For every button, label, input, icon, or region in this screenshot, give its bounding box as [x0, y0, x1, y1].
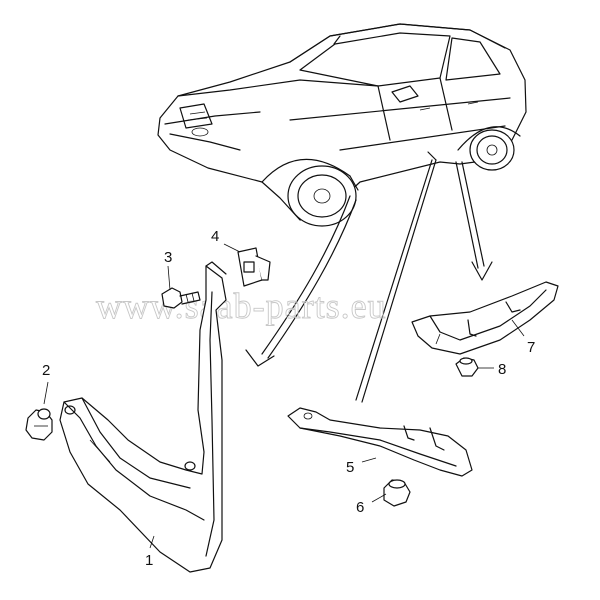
- watermark-text: www.saab-parts.eu: [96, 286, 387, 326]
- callout-8: 8: [498, 361, 506, 378]
- callout-1: 1: [145, 552, 153, 569]
- callout-2: 2: [42, 362, 50, 379]
- splash-guard-part-7: [411, 281, 559, 355]
- clip-part-4: [237, 247, 271, 287]
- callout-7: 7: [527, 339, 535, 356]
- nut-part-2: [25, 408, 53, 441]
- callout-leaders: [43, 243, 525, 549]
- car-illustration: [157, 23, 527, 227]
- callout-5: 5: [346, 459, 354, 476]
- screw-part-3: [161, 287, 201, 309]
- grommet-part-6: [383, 479, 411, 507]
- callout-4: 4: [211, 228, 219, 245]
- callout-labels: 1 2 3 4 5 6 7 8: [42, 228, 535, 569]
- leader-arrows: [245, 159, 493, 403]
- callout-3: 3: [164, 249, 172, 266]
- bracket-part-5: [287, 407, 473, 477]
- mudflap-part: [59, 261, 227, 573]
- callout-6: 6: [356, 499, 364, 516]
- nut-part-8: [455, 357, 479, 377]
